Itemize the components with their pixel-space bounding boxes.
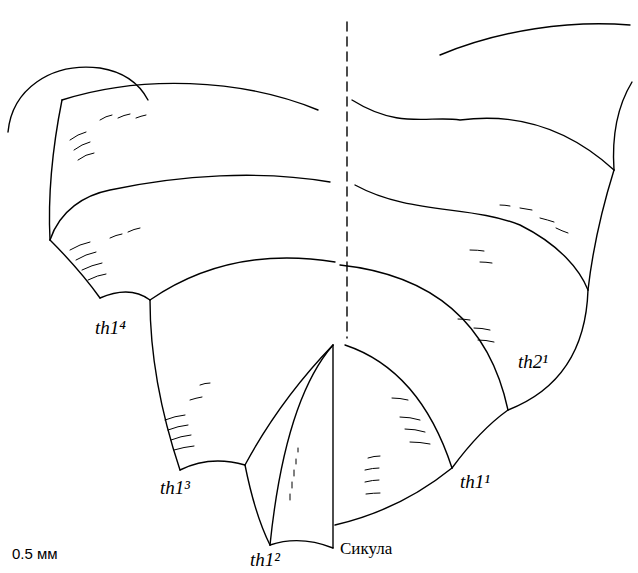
growth-lines bbox=[70, 114, 568, 500]
scale-text: 0.5 мм bbox=[12, 546, 58, 563]
theca-label: th1² bbox=[250, 550, 280, 571]
theca-label: th2¹ bbox=[518, 352, 548, 373]
sicula-label: Сикула bbox=[340, 540, 392, 559]
rhabdosome-outline bbox=[8, 22, 632, 548]
theca-label: th1³ bbox=[160, 478, 190, 499]
theca-label: th1⁴ bbox=[95, 318, 126, 339]
theca-label: th1¹ bbox=[460, 472, 490, 493]
axis-line bbox=[346, 22, 347, 338]
